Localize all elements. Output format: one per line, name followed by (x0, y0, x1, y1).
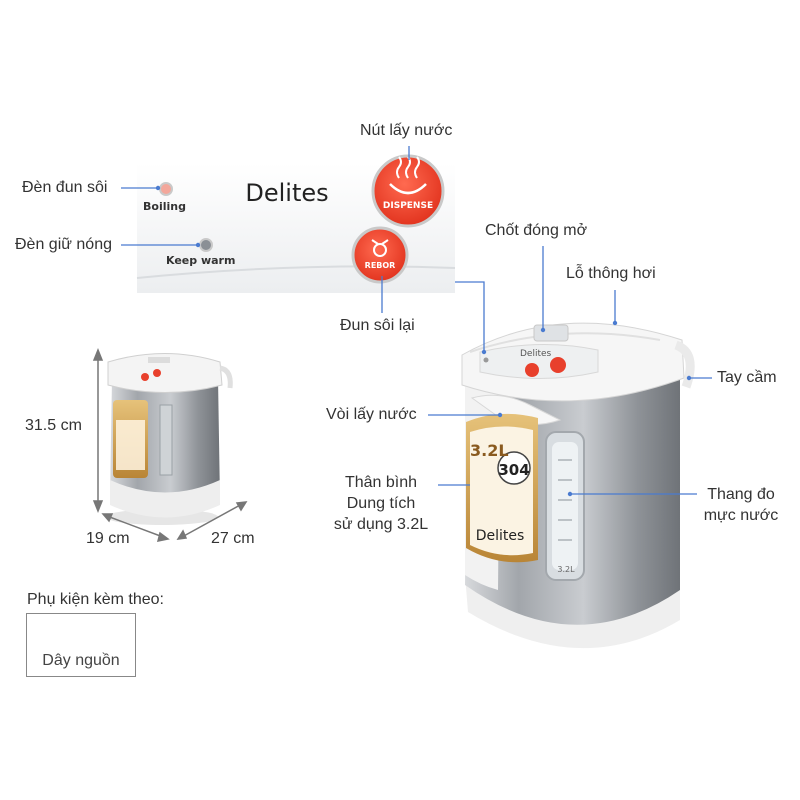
callout-keep-warm-light: Đèn giữ nóng (15, 236, 112, 253)
callout-boiling-light: Đèn đun sôi (22, 179, 108, 196)
callout-spout: Vòi lấy nước (326, 406, 417, 423)
reboil-button-icon (351, 226, 409, 284)
keep-warm-label: Keep warm (166, 254, 235, 267)
dimension-height: 31.5 cm (25, 417, 82, 434)
dispense-label: DISPENSE (383, 201, 433, 211)
dimension-width: 19 cm (86, 530, 130, 547)
callout-body-line2: Dung tích (346, 494, 416, 512)
callout-body-line1: Thân bình (344, 474, 418, 491)
callout-water-gauge: Thang đo mực nước (698, 485, 784, 527)
callout-dispense-button: Nút lấy nước (360, 122, 453, 139)
pot-steel-grade: 304 (498, 461, 529, 479)
main-pot-image (461, 322, 695, 649)
keep-warm-light-icon (199, 238, 213, 252)
pot-label-brand: Delites (476, 528, 525, 544)
boiling-label: Boiling (143, 200, 186, 213)
callout-gauge-line2: mực nước (703, 506, 779, 524)
boiling-light-icon (159, 182, 173, 196)
dimension-depth: 27 cm (211, 530, 255, 547)
callout-lid-latch: Chốt đóng mở (485, 222, 588, 239)
accessory-box: Dây nguồn (26, 613, 136, 677)
dimension-pot-image (106, 353, 233, 525)
rebor-label: REBOR (365, 261, 396, 270)
callout-reboil: Đun sôi lại (340, 317, 415, 334)
callout-body-line3: sử dụng 3.2L (333, 515, 429, 533)
pot-top-brand: Delites (520, 349, 552, 359)
accessory-power-cord-label: Dây nguồn (42, 652, 120, 669)
callout-body: Thân bình Dung tích sử dụng 3.2L (328, 473, 434, 535)
callout-steam-vent: Lỗ thông hơi (566, 265, 656, 282)
pot-window-mark: 3.2L (557, 565, 575, 574)
callout-handle: Tay cầm (717, 369, 777, 386)
leader-dots (155, 185, 692, 497)
accessories-title: Phụ kiện kèm theo: (27, 591, 164, 608)
panel-brand-text: Delites (245, 179, 328, 207)
pot-capacity-text: 3.2L (470, 441, 509, 460)
dimension-lines (92, 347, 248, 542)
leader-lines (121, 146, 712, 495)
callout-gauge-line1: Thang đo (707, 486, 775, 503)
control-panel-closeup (136, 154, 456, 293)
dispense-button-icon (371, 154, 445, 228)
